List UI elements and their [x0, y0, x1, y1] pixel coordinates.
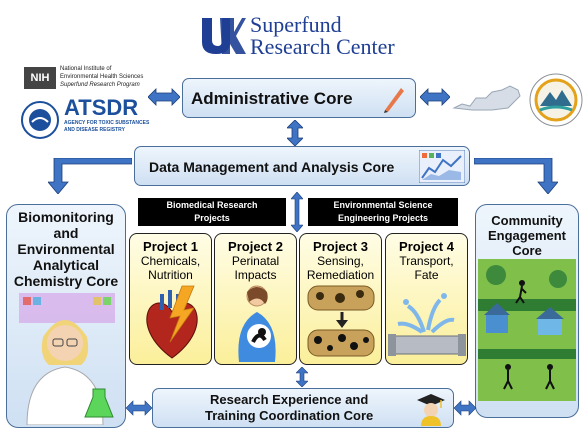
pregnant-woman-icon — [229, 284, 285, 362]
data-management-core: Data Management and Analysis Core — [134, 146, 470, 186]
projects-training-vertical-arrow — [296, 367, 308, 387]
project-4-line2: Fate — [414, 268, 439, 282]
project-4-title: Project 4 — [399, 239, 454, 254]
community-scene-icon — [478, 259, 576, 401]
project-2-card: Project 2 Perinatal Impacts — [214, 233, 297, 365]
nih-logo-icon: NIH National Institute of Environmental … — [24, 65, 184, 95]
kentucky-map-icon — [452, 82, 522, 116]
admin-data-vertical-arrow — [287, 120, 303, 146]
project-1-title: Project 1 — [143, 239, 198, 254]
project-1-line2: Nutrition — [148, 268, 193, 282]
environmental-tag-line2: Engineering Projects — [337, 213, 429, 223]
project-3-card: Project 3 Sensing, Remediation — [299, 233, 382, 365]
atsdr-line1: AGENCY FOR TOXIC SUBSTANCES — [64, 120, 150, 126]
nih-line2: Environmental Health Sciences — [60, 74, 144, 80]
pipe-icon — [306, 284, 378, 362]
splash-pipe-icon — [388, 292, 466, 362]
training-core-line2: Training Coordination Core — [205, 408, 374, 423]
nih-line1: National Institute of — [60, 66, 112, 72]
data-projects-vertical-arrow — [291, 192, 303, 232]
data-community-arrow — [474, 158, 558, 194]
project-4-card: Project 4 Transport, Fate — [385, 233, 468, 365]
project-2-line1: Perinatal — [231, 254, 280, 268]
environmental-tag-line1: Environmental Science — [333, 200, 433, 210]
project-4-line1: Transport, — [399, 254, 454, 268]
administrative-core: Administrative Core — [182, 78, 416, 118]
project-3-line2: Remediation — [306, 268, 375, 282]
bio-core-line5: Chemistry Core — [13, 273, 119, 289]
bio-core-line2: and — [53, 225, 79, 241]
chart-icon — [418, 149, 466, 184]
uk-logo-icon — [196, 14, 246, 58]
environmental-projects-tag: Environmental Science Engineering Projec… — [308, 198, 458, 226]
project-2-title: Project 2 — [228, 239, 283, 254]
community-core-line1: Community — [491, 213, 563, 228]
nih-line3: Superfund Research Program — [60, 82, 140, 88]
bio-core-line4: Analytical — [32, 257, 100, 273]
header-title-line1: Superfund — [250, 12, 342, 37]
project-1-line1: Chemicals, — [140, 254, 201, 268]
atsdr-line2: AND DISEASE REGISTRY — [64, 127, 125, 133]
community-core-line2: Engagement — [487, 228, 566, 243]
atsdr-abbr: ATSDR — [64, 95, 139, 120]
community-engagement-core: Community Engagement Core — [475, 204, 579, 418]
biomedical-tag-line1: Biomedical Research — [166, 200, 258, 210]
project-3-line1: Sensing, — [317, 254, 364, 268]
bio-core-line3: Environmental — [17, 241, 115, 257]
project-2-line2: Impacts — [234, 268, 277, 282]
atsdr-logo-icon: ATSDR AGENCY FOR TOXIC SUBSTANCES AND DI… — [64, 96, 150, 138]
project-3-title: Project 3 — [313, 239, 368, 254]
epa-logo-icon — [20, 100, 60, 140]
pencil-icon — [381, 83, 407, 113]
community-core-line3: Core — [512, 243, 542, 258]
data-management-core-label: Data Management and Analysis Core — [149, 159, 395, 175]
data-bio-arrow — [48, 158, 132, 194]
project-1-card: Project 1 Chemicals, Nutrition — [129, 233, 212, 365]
graduate-icon — [415, 392, 447, 426]
biomonitoring-core: Biomonitoring and Environmental Analytic… — [6, 204, 126, 428]
biomedical-tag-line2: Projects — [194, 213, 230, 223]
training-community-arrow — [454, 400, 476, 416]
administrative-core-label: Administrative Core — [191, 89, 353, 108]
bio-training-arrow — [126, 400, 152, 416]
admin-logos-left-arrow — [148, 88, 180, 106]
mountain-logo-icon — [528, 72, 584, 128]
bio-core-line1: Biomonitoring — [18, 209, 114, 225]
training-core-line1: Research Experience and — [210, 392, 369, 407]
training-core: Research Experience and Training Coordin… — [152, 388, 454, 428]
heart-icon — [140, 284, 204, 362]
scientist-icon — [13, 293, 121, 426]
nih-abbr: NIH — [24, 67, 56, 89]
admin-logos-right-arrow — [420, 88, 450, 106]
biomedical-projects-tag: Biomedical Research Projects — [138, 198, 286, 226]
header-title-line2: Research Center — [250, 34, 395, 59]
